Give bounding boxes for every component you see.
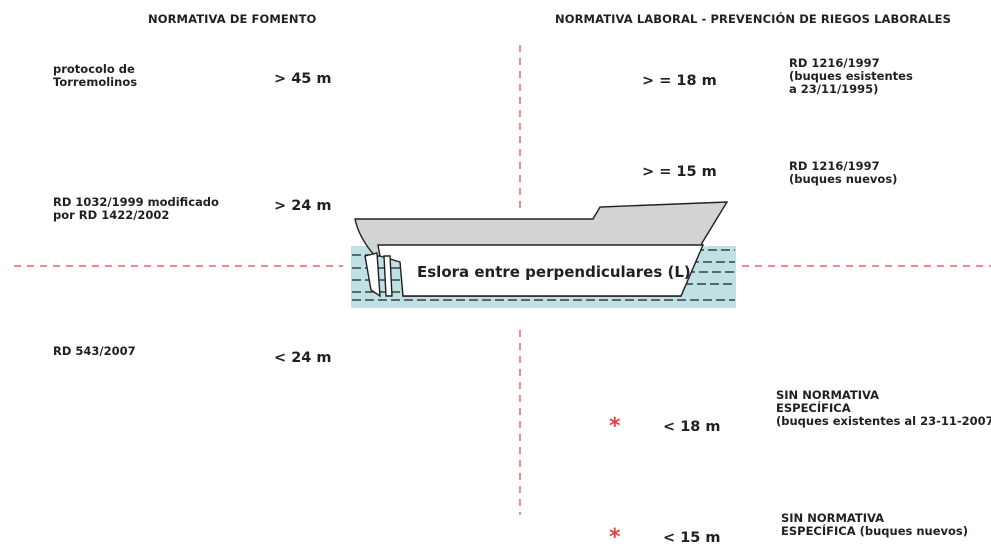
- asterisk-marker-1: *: [609, 414, 621, 439]
- laboral-rule-3: SIN NORMATIVA ESPECÍFICA (buques existen…: [776, 389, 991, 428]
- laboral-value-1: > = 18 m: [642, 73, 717, 89]
- fomento-value-3: < 24 m: [274, 350, 332, 366]
- fomento-rule-1: protocolo de Torremolinos: [53, 62, 138, 89]
- ship-hull: [377, 244, 705, 297]
- laboral-value-4: < 15 m: [663, 530, 721, 546]
- fomento-rule-3: RD 543/2007: [53, 344, 136, 358]
- laboral-value-2: > = 15 m: [642, 164, 717, 180]
- fomento-value-2: > 24 m: [274, 198, 332, 214]
- ship: [354, 201, 729, 298]
- laboral-rule-4: SIN NORMATIVA ESPECÍFICA (buques nuevos): [781, 511, 969, 538]
- ship-length-label: Eslora entre perpendiculares (L): [417, 263, 691, 281]
- asterisk-marker-2: *: [609, 525, 621, 550]
- fomento-value-1: > 45 m: [274, 71, 332, 87]
- rudder: [364, 252, 381, 298]
- header-laboral: NORMATIVA LABORAL - PREVENCIÓN DE RIEGOS…: [555, 12, 952, 26]
- laboral-rule-1: RD 1216/1997 (buques esistentes a 23/11/…: [789, 56, 913, 96]
- keel: [383, 255, 393, 297]
- fomento-rule-2: RD 1032/1999 modificado por RD 1422/2002: [53, 195, 219, 222]
- header-fomento: NORMATIVA DE FOMENTO: [148, 12, 317, 26]
- laboral-value-3: < 18 m: [663, 419, 721, 435]
- laboral-rule-2: RD 1216/1997 (buques nuevos): [789, 159, 898, 186]
